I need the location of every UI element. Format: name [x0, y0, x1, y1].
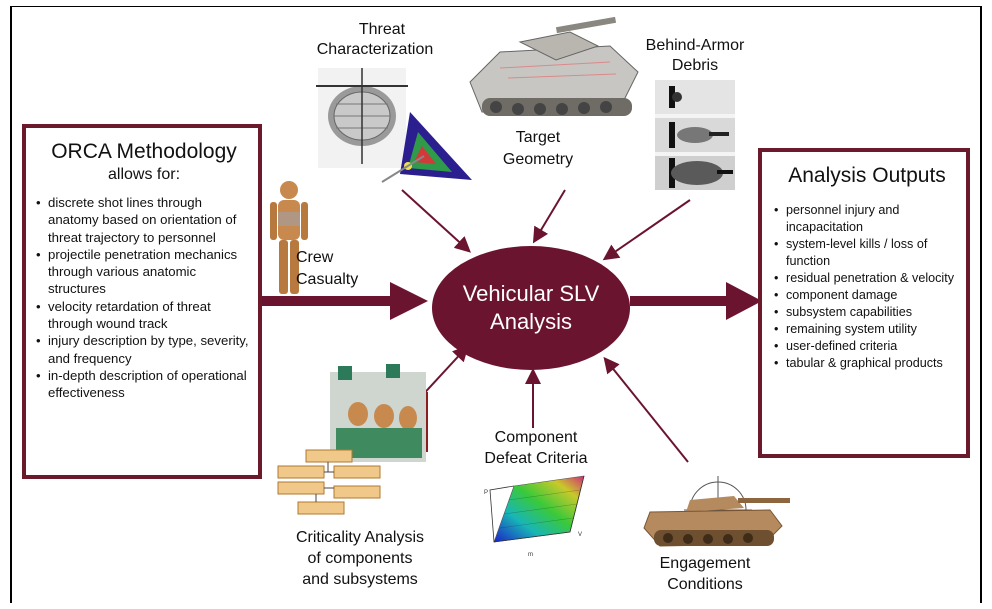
list-item: projectile penetration mechanics through… — [36, 246, 252, 298]
list-item: component damage — [774, 287, 960, 304]
component-label-1: Component — [494, 429, 578, 446]
threat-label-1: Threat — [358, 21, 406, 38]
arrow-threat — [401, 189, 471, 253]
engagement-tank-image — [643, 476, 790, 547]
engagement-label-2: Conditions — [667, 576, 743, 593]
list-item: subsystem capabilities — [774, 304, 960, 321]
center-line-2: Analysis — [490, 309, 572, 334]
list-item: injury description by type, severity, an… — [36, 332, 252, 367]
target-vehicle-image — [469, 16, 639, 116]
behind-armor-debris-image — [655, 80, 735, 190]
arrow-engagement — [603, 356, 689, 463]
criticality-label-3: and subsystems — [302, 571, 418, 588]
outputs-list: personnel injury and incapacitation syst… — [774, 202, 960, 372]
crew-figure-image — [270, 181, 308, 294]
target-label-2: Geometry — [502, 151, 574, 168]
component-defeat-surface-plot: P m V — [484, 475, 585, 558]
list-item: user-defined criteria — [774, 338, 960, 355]
threat-characterization-image — [316, 68, 472, 183]
frame-top-line — [10, 6, 982, 7]
svg-text:m: m — [528, 552, 533, 558]
orca-methodology-box: ORCA Methodology allows for: discrete sh… — [22, 124, 262, 479]
criticality-label-1: Criticality Analysis — [295, 529, 425, 546]
target-label-1: Target — [515, 129, 561, 146]
orca-subtitle: allows for: — [107, 166, 181, 183]
analysis-outputs-box: Analysis Outputs personnel injury and in… — [758, 148, 970, 458]
svg-text:V: V — [578, 532, 582, 538]
threat-label-2: Characterization — [316, 41, 434, 58]
list-item: residual penetration & velocity — [774, 270, 960, 287]
list-item: discrete shot lines through anatomy base… — [36, 194, 252, 246]
list-item: velocity retardation of threat through w… — [36, 298, 252, 333]
engagement-label-1: Engagement — [659, 555, 751, 572]
list-item: tabular & graphical products — [774, 355, 960, 372]
diagram-frame — [10, 6, 982, 603]
vehicular-slv-analysis-node: Vehicular SLV Analysis — [432, 246, 630, 370]
arrow-target — [532, 189, 566, 244]
list-item: system-level kills / loss of function — [774, 236, 960, 270]
orca-title: ORCA Methodology — [51, 140, 237, 163]
crew-label-1: Crew — [296, 249, 334, 266]
component-label-2: Defeat Criteria — [484, 450, 588, 467]
orca-list: discrete shot lines through anatomy base… — [36, 194, 252, 402]
arrow-debris — [602, 199, 691, 261]
list-item: in-depth description of operational effe… — [36, 367, 252, 402]
criticality-label-2: of components — [307, 550, 413, 567]
crew-label-2: Casualty — [296, 271, 359, 288]
criticality-analysis-image — [277, 364, 428, 515]
svg-text:P: P — [484, 490, 488, 496]
outputs-title: Analysis Outputs — [788, 164, 946, 187]
list-item: personnel injury and incapacitation — [774, 202, 960, 236]
debris-label-2: Debris — [671, 57, 719, 74]
center-line-1: Vehicular SLV — [462, 281, 600, 306]
input-arrow — [262, 282, 428, 320]
debris-label-1: Behind-Armor — [645, 37, 745, 54]
output-arrow — [630, 282, 762, 320]
list-item: remaining system utility — [774, 321, 960, 338]
